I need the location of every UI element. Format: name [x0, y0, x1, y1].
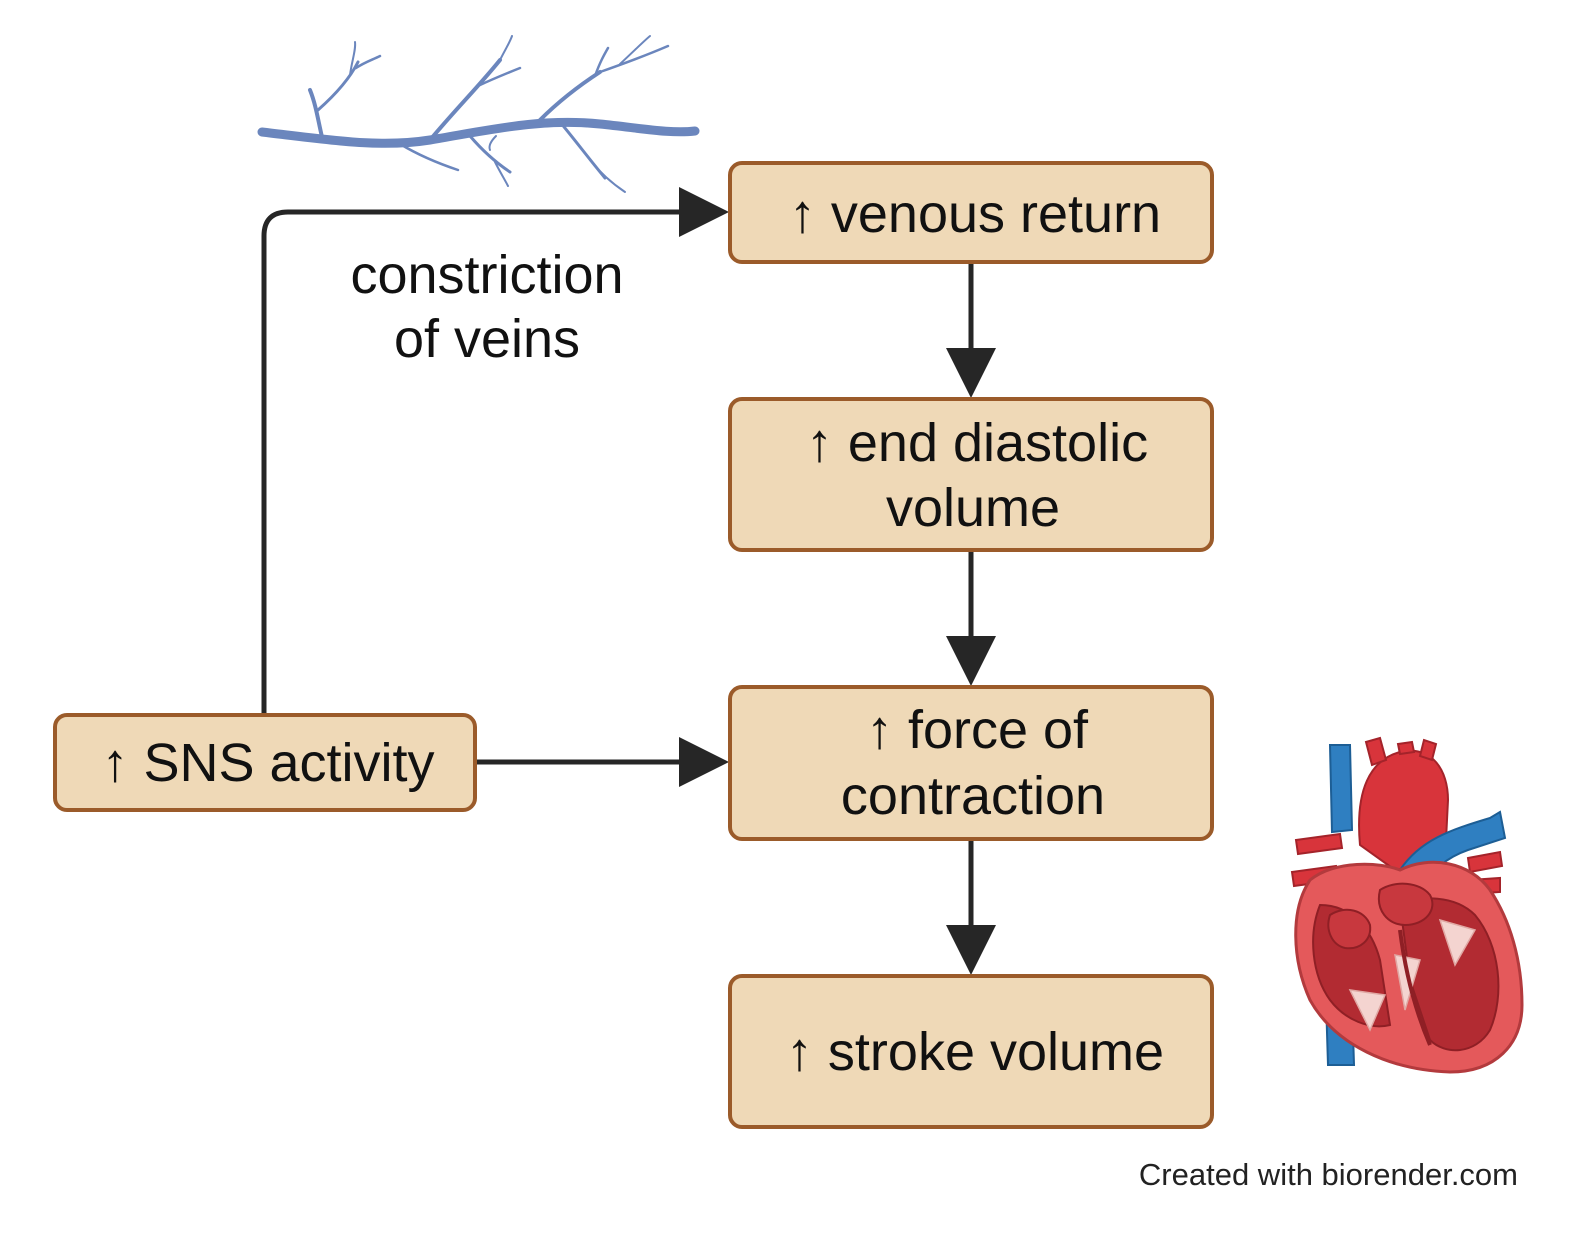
node-venous-return: ↑ venous return: [728, 161, 1214, 264]
node-force-of-contraction: ↑ force of contraction: [728, 685, 1214, 841]
node-end-diastolic-line-2: volume: [886, 478, 1060, 538]
node-sns-activity-label: ↑ SNS activity: [101, 733, 434, 793]
node-force-line-2: contraction: [841, 766, 1105, 826]
heart-icon: [1290, 736, 1524, 1074]
edge-label-line-2: of veins: [394, 309, 580, 369]
edge-label-constriction-of-veins: constriction of veins: [350, 245, 623, 369]
connectors: [261, 187, 996, 975]
node-end-diastolic-line-1: ↑ end diastolic: [806, 413, 1148, 473]
node-end-diastolic-volume: ↑ end diastolic volume: [728, 397, 1214, 552]
edge-label-line-1: constriction: [350, 245, 623, 305]
node-force-line-1: ↑ force of: [866, 700, 1089, 760]
credit-text: Created with biorender.com: [1139, 1157, 1518, 1192]
arrow-sns-to-venous-return: [261, 187, 729, 715]
node-stroke-volume: ↑ stroke volume: [728, 974, 1214, 1129]
node-stroke-volume-label: ↑ stroke volume: [786, 1022, 1164, 1082]
node-sns-activity: ↑ SNS activity: [53, 713, 477, 812]
vein-icon: [257, 35, 700, 193]
node-venous-return-label: ↑ venous return: [789, 184, 1161, 244]
